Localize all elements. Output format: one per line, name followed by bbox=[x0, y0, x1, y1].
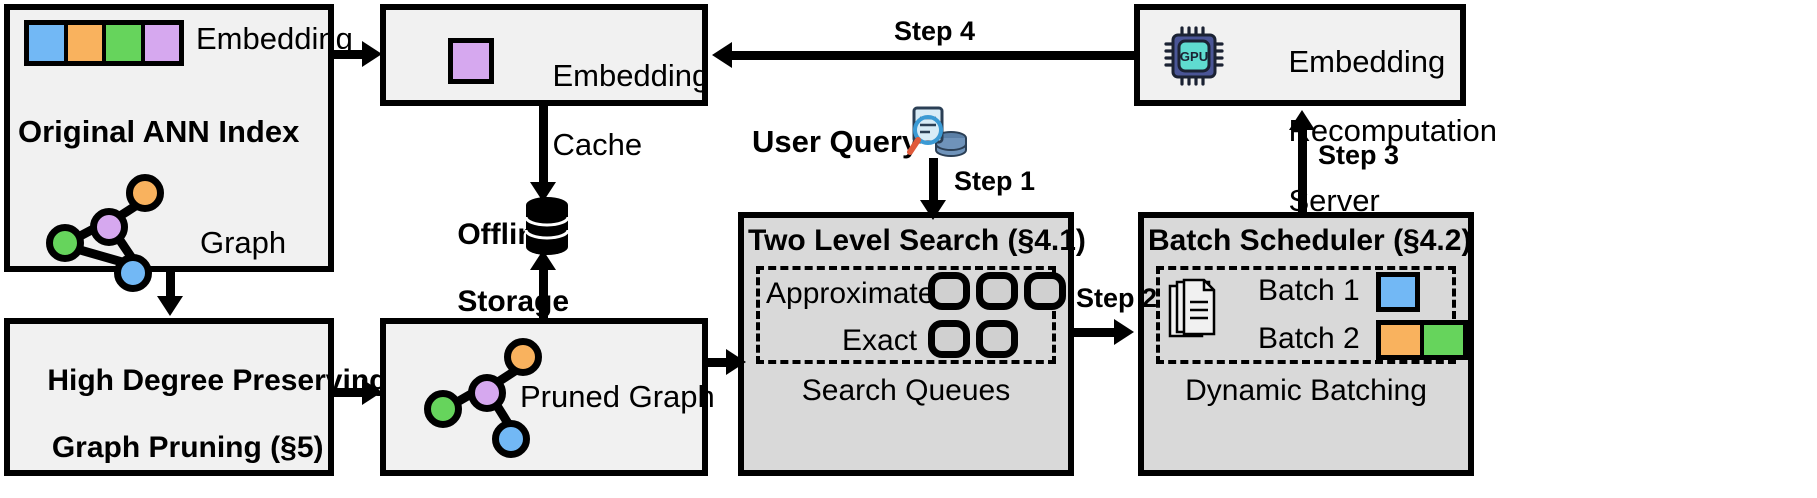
arrow-pruned-to-search-line bbox=[708, 358, 730, 367]
arrow-pruning-to-pruned-line bbox=[334, 388, 364, 397]
step4-label: Step 4 bbox=[894, 16, 976, 46]
embedding-cache-title-line2: Cache bbox=[552, 127, 643, 163]
two-level-search-title: Two Level Search (§4.1) bbox=[748, 224, 1086, 257]
graph-pruning-panel bbox=[4, 318, 334, 476]
arrow-step2-head bbox=[1114, 319, 1134, 345]
batch-2-swatch-green bbox=[1424, 325, 1463, 355]
search-queue-slot[interactable] bbox=[928, 272, 970, 310]
original-ann-index-title: Original ANN Index bbox=[18, 114, 300, 149]
graph-node-purple bbox=[90, 208, 128, 246]
embedding-cell-blue bbox=[29, 25, 68, 61]
step3-label: Step 3 bbox=[1318, 140, 1400, 170]
dynamic-batching-footer: Dynamic Batching bbox=[1185, 374, 1427, 407]
search-queue-slot[interactable] bbox=[976, 320, 1018, 358]
batch-1-swatch-blue bbox=[1376, 272, 1420, 312]
diagram-canvas: Embedding Original ANN Index Graph Embed… bbox=[4, 4, 1497, 476]
database-cylinder-icon bbox=[524, 197, 570, 255]
pruned-graph-drawing bbox=[416, 330, 546, 458]
arrow-step3-line bbox=[1298, 128, 1307, 212]
batch-2-swatch-row bbox=[1376, 320, 1468, 360]
graph-node-orange bbox=[504, 338, 542, 376]
graph-pruning-line2: Graph Pruning (§5) bbox=[51, 430, 324, 464]
search-row-label-approximate: Approximate bbox=[766, 277, 935, 310]
arrow-ann-to-cache-head bbox=[362, 41, 382, 67]
gpu-chip-icon: GPU bbox=[1164, 26, 1224, 86]
graph-node-purple bbox=[468, 374, 506, 412]
embedding-cell-orange bbox=[67, 25, 106, 61]
user-query-label: User Query bbox=[752, 124, 920, 159]
search-queues-footer: Search Queues bbox=[801, 374, 1011, 407]
arrow-step4-line bbox=[732, 51, 1134, 60]
dynamic-batching-dashed-region bbox=[1156, 266, 1456, 364]
offline-storage-line2: Storage bbox=[457, 284, 570, 318]
pruned-graph-label: Pruned Graph bbox=[520, 379, 715, 414]
embedding-swatch-row bbox=[24, 20, 184, 66]
graph-node-blue bbox=[114, 254, 152, 292]
embedding-cache-panel bbox=[380, 4, 708, 106]
embedding-label: Embedding bbox=[196, 21, 353, 56]
arrow-cache-to-storage-line bbox=[539, 106, 548, 184]
arrow-pruning-to-pruned-head bbox=[362, 379, 382, 405]
ann-index-graph bbox=[40, 168, 170, 292]
recomputation-server-line1: Embedding bbox=[1288, 43, 1446, 79]
embedding-cell-green bbox=[106, 25, 145, 61]
recomputation-server-title: Embedding Recomputation Server bbox=[1254, 10, 1497, 253]
graph-node-green bbox=[424, 390, 462, 428]
batch-scheduler-title: Batch Scheduler (§4.2) bbox=[1148, 224, 1472, 257]
arrow-ann-to-cache-line bbox=[334, 50, 364, 59]
arrow-ann-to-pruning-line bbox=[166, 272, 175, 300]
search-queue-slot[interactable] bbox=[1024, 272, 1066, 310]
embedding-cache-title: Embedding Cache bbox=[518, 24, 709, 198]
step2-label: Step 2 bbox=[1076, 283, 1158, 313]
search-row-label-exact: Exact bbox=[842, 324, 918, 357]
graph-node-orange bbox=[126, 174, 164, 212]
arrow-step1-head bbox=[920, 200, 946, 220]
batch-label-1: Batch 1 bbox=[1258, 274, 1360, 307]
arrow-step2-line bbox=[1074, 328, 1118, 337]
arrow-pruned-to-storage-line bbox=[539, 268, 548, 320]
arrow-ann-to-pruning-head bbox=[157, 296, 183, 316]
arrow-step3-head bbox=[1289, 110, 1315, 130]
embedding-cell-purple bbox=[144, 25, 179, 61]
graph-pruning-title: High Degree Preserving Graph Pruning (§5… bbox=[14, 330, 387, 498]
arrow-step4-head bbox=[712, 42, 732, 68]
arrow-step1-line bbox=[929, 158, 938, 204]
arrow-pruned-to-search-head bbox=[726, 349, 746, 375]
graph-node-blue bbox=[492, 420, 530, 458]
two-level-search-panel bbox=[738, 212, 1074, 476]
step1-label: Step 1 bbox=[954, 166, 1036, 196]
search-queue-slot[interactable] bbox=[976, 272, 1018, 310]
embedding-cache-swatch-icon bbox=[448, 38, 494, 84]
gpu-icon-text: GPU bbox=[1180, 49, 1208, 64]
ann-index-graph-label: Graph bbox=[200, 225, 287, 260]
batch-2-swatch-orange bbox=[1381, 325, 1424, 355]
search-queues-dashed-region bbox=[756, 266, 1056, 364]
embedding-cache-title-line1: Embedding bbox=[552, 57, 710, 93]
recomputation-server-line2: Recomputation bbox=[1288, 113, 1497, 149]
arrow-pruned-to-storage-head bbox=[530, 250, 556, 270]
magnifier-database-icon bbox=[907, 106, 967, 157]
graph-node-green bbox=[46, 224, 84, 262]
documents-icon bbox=[1168, 278, 1216, 338]
search-queue-slot[interactable] bbox=[928, 320, 970, 358]
arrow-cache-to-storage-head bbox=[530, 182, 556, 202]
batch-label-2: Batch 2 bbox=[1258, 322, 1360, 355]
